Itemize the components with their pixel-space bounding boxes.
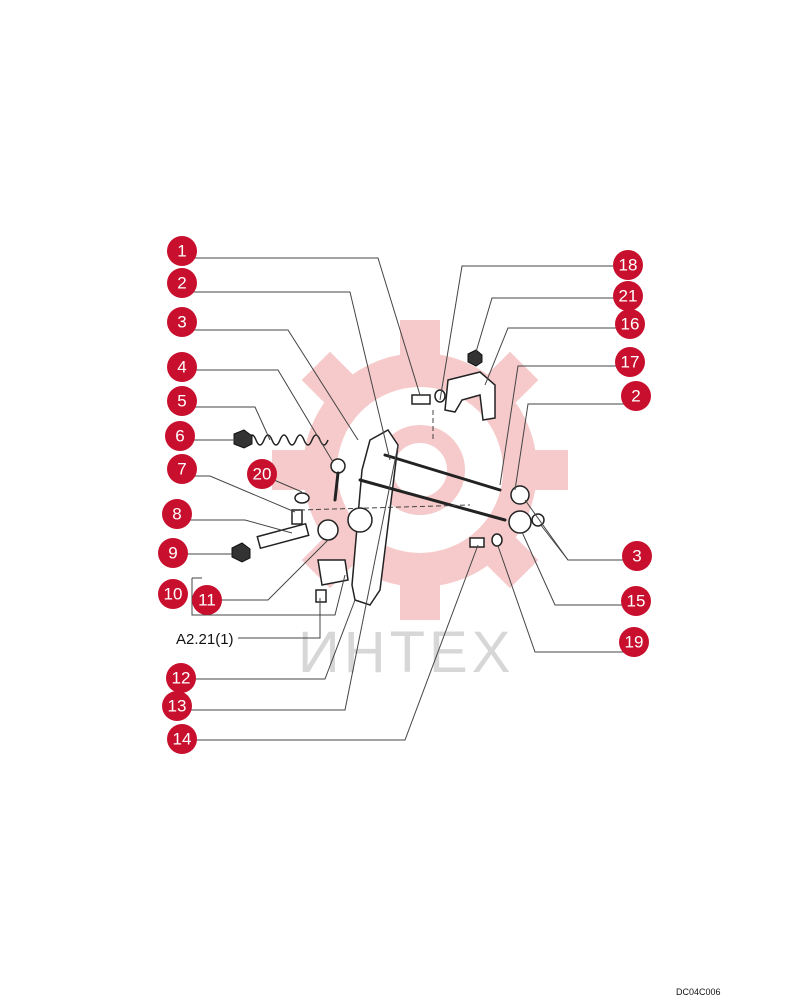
callout-18: 18 [613,250,643,280]
callout-9: 9 [158,538,188,568]
callout-11: 11 [192,585,222,615]
callout-10: 10 [158,579,188,609]
svg-text:3: 3 [177,313,186,332]
spring [247,434,329,446]
svg-text:2: 2 [177,274,186,293]
callout-19: 19 [619,627,649,657]
pivot-bushing [347,507,373,533]
svg-text:17: 17 [621,353,640,372]
bolt-14 [469,537,485,548]
callout-21: 21 [613,281,643,311]
callout-3: 3 [167,307,197,337]
clevis-13 [317,559,349,586]
mechanical-parts [231,349,545,606]
drawing-code: DC04C006 [676,987,721,997]
pin-12 [315,589,327,603]
ball-joint-15 [508,510,532,534]
washer-18 [434,389,446,403]
bolt-1 [411,394,431,405]
callout-3-right: 3 [622,541,652,571]
nut-21 [467,349,483,367]
callout-5: 5 [167,386,197,416]
callout-15: 15 [621,586,651,616]
callout-16: 16 [615,309,645,339]
watermark-gear-logo [272,320,568,620]
callout-2: 2 [167,268,197,298]
svg-text:12: 12 [172,669,191,688]
bolt-7 [291,509,303,525]
svg-text:19: 19 [625,633,644,652]
svg-text:7: 7 [177,460,186,479]
svg-text:5: 5 [177,392,186,411]
washer-19 [491,533,503,547]
callout-1: 1 [167,236,197,266]
svg-text:8: 8 [172,505,181,524]
leader-lines [182,257,636,741]
svg-text:6: 6 [175,427,184,446]
nut-6 [233,429,253,449]
callout-13: 13 [162,691,192,721]
svg-text:3: 3 [632,547,641,566]
joint-11 [317,519,339,541]
reference-label: A2.21(1) [176,631,234,648]
washer-20 [294,492,310,504]
threaded-rod-8 [256,522,310,550]
callout-12: 12 [166,663,196,693]
callout-2-right: 2 [621,381,651,411]
svg-text:10: 10 [164,585,183,604]
svg-text:1: 1 [177,242,186,261]
svg-text:16: 16 [621,315,640,334]
svg-text:18: 18 [619,256,638,275]
svg-text:4: 4 [177,358,186,377]
callout-4: 4 [167,352,197,382]
rod-end-4 [330,458,346,474]
svg-text:11: 11 [198,591,216,610]
upper-rod [383,453,502,492]
callout-17: 17 [615,347,645,377]
center-line-2 [299,504,471,511]
watermark-text: ИНТЕХ [298,620,514,685]
lower-rod [358,478,507,522]
callout-6: 6 [165,421,195,451]
svg-text:2: 2 [631,387,640,406]
svg-text:13: 13 [168,697,187,716]
svg-text:20: 20 [253,465,272,484]
bearing-3 [510,485,530,505]
callout-20: 20 [247,459,277,489]
callout-8: 8 [162,499,192,529]
svg-text:14: 14 [173,730,192,749]
svg-text:21: 21 [619,287,638,306]
rod-end-stem [333,471,340,502]
callout-7: 7 [167,454,197,484]
callout-14: 14 [167,724,197,754]
svg-text:9: 9 [168,544,177,563]
nut-9 [231,542,251,563]
svg-text:15: 15 [627,592,646,611]
